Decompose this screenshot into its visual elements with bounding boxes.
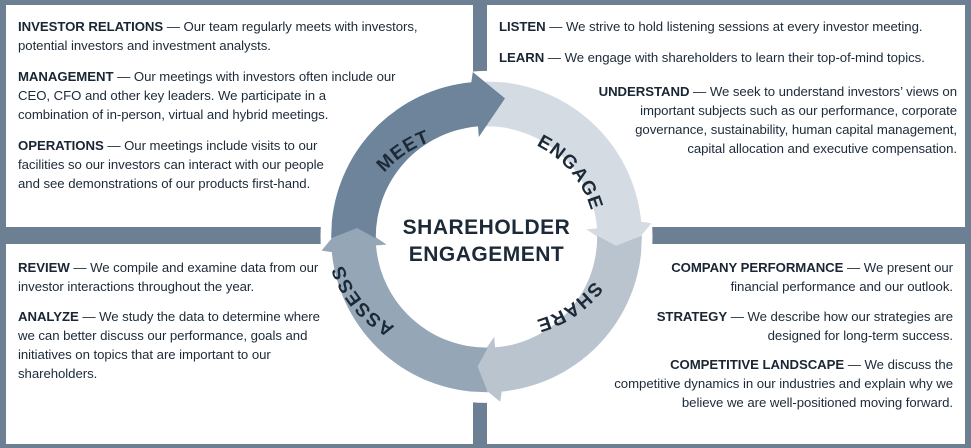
item-text: We strive to hold listening sessions at …: [565, 19, 923, 34]
item-title: LEARN: [499, 50, 545, 65]
meet-item-investor-relations: INVESTOR RELATIONS — Our team regularly …: [18, 19, 418, 53]
share-item-competitive-landscape: COMPETITIVE LANDSCAPE — We discuss the c…: [614, 357, 953, 410]
item-title: STRATEGY: [656, 309, 728, 324]
assess-segment: [321, 218, 488, 393]
center-title-line2: ENGAGEMENT: [409, 243, 565, 266]
meet-item-operations: OPERATIONS — Our meetings include visits…: [18, 138, 324, 191]
item-title: UNDERSTAND: [598, 84, 690, 99]
item-text: We seek to understand investors’ views o…: [635, 84, 957, 156]
item-text: We present our financial performance and…: [730, 260, 953, 294]
item-text: We discuss the competitive dynamics in o…: [614, 357, 953, 410]
item-text: We compile and examine data from our inv…: [18, 260, 319, 294]
center-title-line1: SHAREHOLDER: [403, 216, 571, 239]
item-title: MANAGEMENT: [18, 69, 114, 84]
meet-segment: [331, 72, 505, 239]
share-item-strategy: STRATEGY — We describe how our strategie…: [656, 309, 954, 343]
item-title: INVESTOR RELATIONS: [18, 19, 164, 34]
item-text: We engage with shareholders to learn the…: [564, 50, 925, 65]
meet-item-management: MANAGEMENT — Our meetings with investors…: [18, 69, 396, 122]
share-item-company-performance: COMPANY PERFORMANCE — We present our fin…: [671, 260, 953, 294]
item-text: Our meetings with investors often includ…: [18, 69, 396, 122]
item-text: We study the data to determine where we …: [18, 309, 320, 381]
item-text: We describe how our strategies are desig…: [747, 309, 954, 343]
engage-item-listen: LISTEN — We strive to hold listening ses…: [499, 19, 923, 34]
assess-item-analyze: ANALYZE — We study the data to determine…: [18, 309, 320, 381]
share-segment: [468, 235, 642, 402]
item-text: Our meetings include visits to our facil…: [18, 138, 324, 191]
item-title: REVIEW: [18, 260, 70, 275]
engage-segment: [485, 81, 652, 256]
item-title: ANALYZE: [18, 309, 79, 324]
item-text: Our team regularly meets with investors,…: [18, 19, 418, 53]
assess-item-review: REVIEW — We compile and examine data fro…: [18, 260, 319, 294]
item-title: COMPETITIVE LANDSCAPE: [670, 357, 845, 372]
item-title: LISTEN: [499, 19, 546, 34]
item-title: OPERATIONS: [18, 138, 104, 153]
engage-item-understand: UNDERSTAND — We seek to understand inves…: [598, 84, 957, 156]
engage-item-learn: LEARN — We engage with shareholders to l…: [499, 50, 925, 65]
item-title: COMPANY PERFORMANCE: [671, 260, 844, 275]
